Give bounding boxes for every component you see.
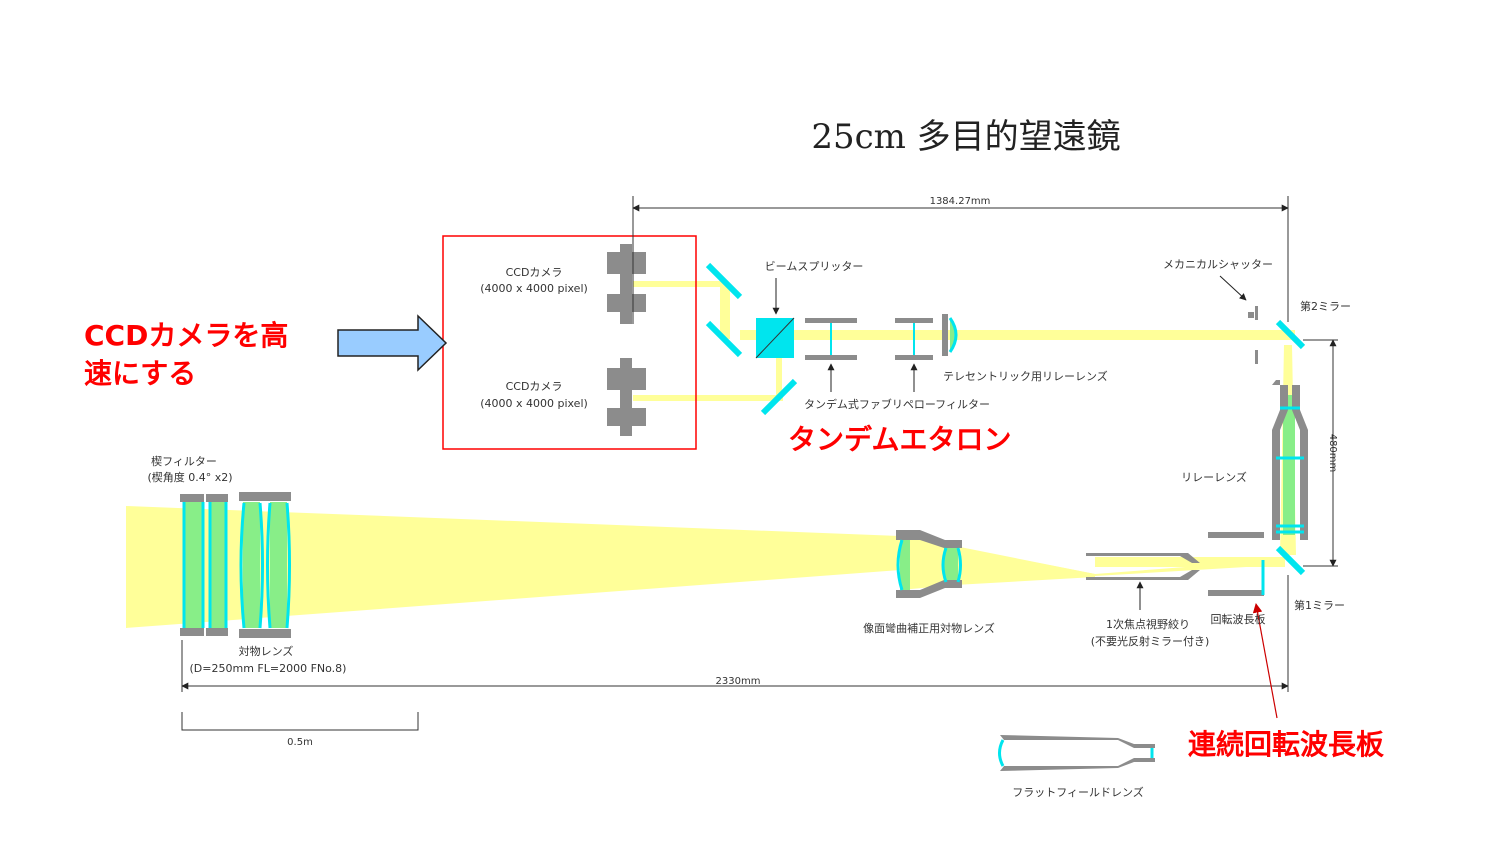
tandem-fabry-perot-filter [805, 318, 933, 360]
light-beams [126, 281, 1296, 628]
mirror-middle-left [705, 320, 743, 358]
mirror-upper-left [705, 262, 743, 300]
objective-element-2 [270, 502, 287, 628]
annotation-tandem-etalon: タンデムエタロン [788, 423, 1011, 456]
scale-bar-label: 0.5m [287, 737, 313, 748]
annotation-ccd-fast-line1: CCDカメラを高 [84, 319, 288, 352]
highlight-arrow [337, 314, 448, 372]
field-stop-label: 1次焦点視野絞り [1106, 617, 1190, 631]
objective-label: 対物レンズ [239, 644, 294, 658]
dimension-height-label: 480mm [1327, 434, 1338, 473]
field-stop-note: (不要光反射ミラー付き) [1091, 634, 1210, 648]
primary-field-stop [1086, 553, 1200, 580]
tandem-fp-label: タンデム式ファブリペローフィルター [804, 397, 990, 411]
ccd1-label: CCDカメラ [506, 266, 563, 279]
dimension-top-label: 1384.27mm [930, 196, 991, 207]
objective-element-1 [243, 502, 260, 628]
wedge-filter-label: 楔フィルター [151, 455, 217, 468]
mechanical-shutter [1248, 306, 1258, 364]
telecentric-relay-label: テレセントリック用リレーレンズ [943, 369, 1108, 383]
wedge-filter-2 [209, 500, 226, 630]
flat-field-lens [998, 735, 1155, 771]
ccd2-label: CCDカメラ [506, 380, 563, 393]
ccd-camera-2 [607, 358, 646, 436]
beam-splitter-label: ビームスプリッター [765, 260, 864, 273]
relay-lens-label: リレーレンズ [1181, 470, 1247, 484]
ccd-camera-1 [607, 244, 646, 324]
objective-lens-group [180, 492, 291, 638]
annotation-continuous-plate: 連続回転波長板 [1188, 728, 1384, 761]
ccd1-spec: (4000 x 4000 pixel) [480, 282, 588, 295]
wedge-angle-label: (楔角度 0.4° x2) [147, 470, 232, 484]
annotation-ccd-fast-line2: 速にする [84, 357, 196, 390]
mirror-lower [760, 378, 798, 416]
scale-bar [181, 712, 419, 731]
beam-splitter [755, 317, 795, 359]
rotating-wave-plate [1208, 532, 1265, 596]
diagram-title: 25cm 多目的望遠鏡 [811, 117, 1120, 157]
field-corrector-lens [896, 530, 962, 598]
rot-plate-label: 回転波長板 [1211, 612, 1266, 626]
objective-spec: (D=250mm FL=2000 FNo.8) [190, 662, 347, 675]
ccd-highlight-box [442, 235, 697, 450]
dimension-total-label: 2330mm [716, 676, 761, 687]
mirror-1 [1275, 545, 1306, 576]
telecentric-relay-lens [942, 314, 958, 356]
mech-shutter-label: メカニカルシャッター [1163, 258, 1273, 271]
relay-lens-assembly [1272, 380, 1308, 540]
flat-field-label: フラットフィールドレンズ [1012, 785, 1144, 799]
mirror2-label: 第2ミラー [1300, 299, 1351, 313]
wedge-filter-1 [183, 500, 203, 630]
mirror1-label: 第1ミラー [1294, 598, 1345, 612]
ccd2-spec: (4000 x 4000 pixel) [480, 397, 588, 410]
field-corrector-label: 像面彎曲補正用対物レンズ [863, 621, 995, 635]
mirror-2 [1275, 319, 1306, 350]
